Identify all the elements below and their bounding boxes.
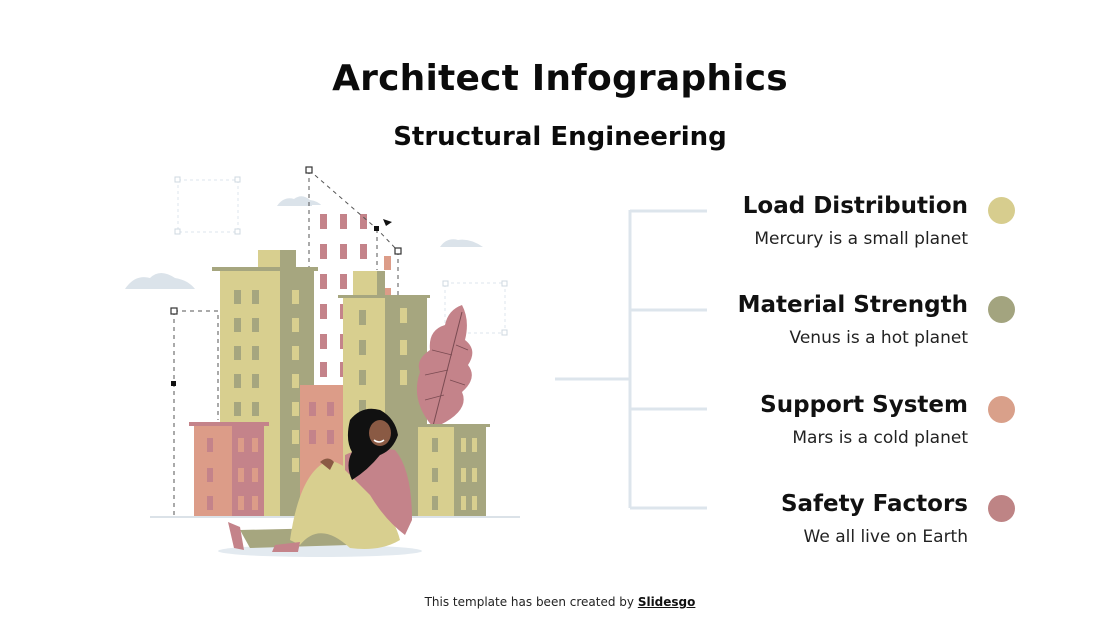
footer-text: This template has been created by [424,595,638,609]
info-item-load-distribution: Load Distribution Mercury is a small pla… [743,193,968,249]
info-item-material-strength: Material Strength Venus is a hot planet [738,292,968,348]
slidesgo-link[interactable]: Slidesgo [637,595,696,609]
info-item-safety-factors: Safety Factors We all live on Earth [781,491,968,547]
item-description: Venus is a hot planet [789,328,968,348]
architect-city-illustration [125,166,520,557]
item-title: Load Distribution [742,193,968,219]
olive-dot-icon [988,296,1015,323]
info-item-support-system: Support System Mars is a cold planet [760,392,968,448]
salmon-dot-icon [988,396,1015,423]
leaf-illustration [416,305,473,431]
item-description: Mars is a cold planet [792,428,968,448]
footer-credit: This template has been created by Slides… [0,595,1120,609]
item-title: Support System [760,392,968,418]
short-left-building [189,422,269,516]
page-subtitle: Structural Engineering [393,122,727,152]
item-title: Safety Factors [780,491,968,517]
short-right-building [418,424,490,516]
rose-dot-icon [988,495,1015,522]
item-description: We all live on Earth [803,527,968,547]
cloud-icon [125,196,483,289]
item-title: Material Strength [737,292,968,318]
yellow-dot-icon [988,197,1015,224]
page-title: Architect Infographics [332,58,788,99]
cursor-arrow-icon [383,219,392,226]
item-description: Mercury is a small planet [754,229,968,249]
sitting-woman-figure [228,408,412,552]
